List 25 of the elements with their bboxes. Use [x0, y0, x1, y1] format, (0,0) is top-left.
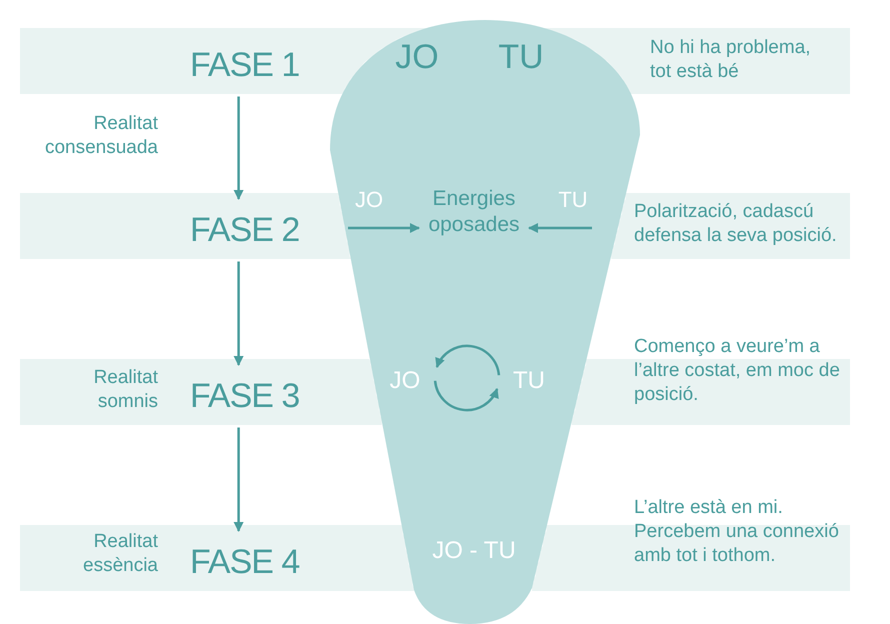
- phase-title: FASE 3: [190, 375, 300, 418]
- node-label: JO: [388, 366, 422, 396]
- node-label: Energies oposades: [420, 186, 528, 238]
- tu-label: TU: [497, 37, 545, 78]
- arrow: [234, 428, 244, 532]
- arrow: [234, 262, 244, 366]
- node-label: TU: [512, 366, 546, 396]
- description-text: Començo a veure’m a l’altre costat, em moc de posició.: [634, 335, 841, 406]
- arrow: [528, 223, 592, 233]
- description-text: Polarització, cadascú defensa la seva posició.: [634, 200, 838, 248]
- phase-title: FASE 1: [190, 44, 300, 86]
- arrow: [436, 344, 500, 376]
- arrow: [434, 380, 498, 412]
- jo-tu-label: JO - TU: [431, 536, 517, 566]
- description-text: No hi ha problema, tot està bé: [650, 36, 812, 84]
- arrow: [348, 223, 420, 233]
- arrow: [234, 96, 244, 200]
- description-text: L’altre està en mi. Percebem una connexió amb tot i tothom.: [634, 496, 840, 568]
- side-note: Realitat essència: [82, 530, 158, 578]
- side-note: Realitat somnis: [92, 366, 158, 414]
- side-note: Realitat consensuada: [44, 112, 158, 160]
- jo-label: JO: [394, 37, 440, 78]
- phase-title: FASE 4: [190, 541, 300, 584]
- jo-label: JO: [354, 186, 384, 214]
- tu-label: TU: [557, 186, 589, 214]
